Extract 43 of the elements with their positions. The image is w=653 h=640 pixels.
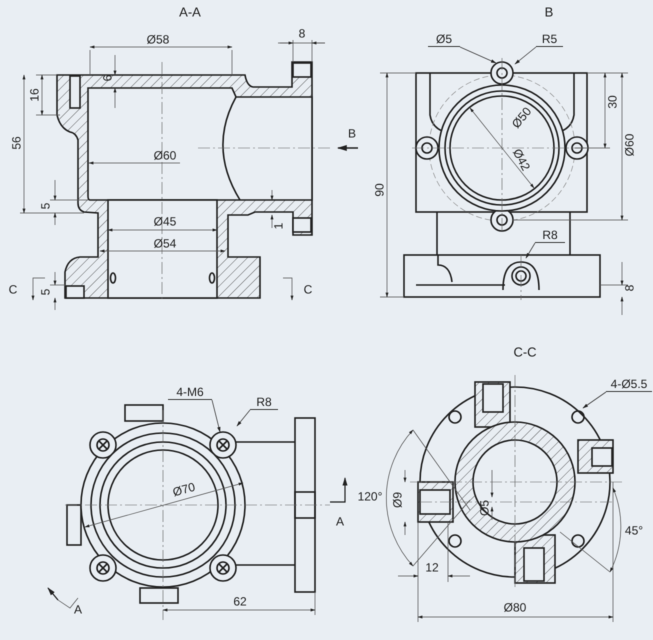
section-letter: C (8, 284, 18, 296)
leader-line (582, 392, 606, 408)
dimension-label: Ø70 (171, 480, 197, 500)
dimension-label: 16 (28, 88, 42, 102)
section-letter: A (336, 516, 344, 528)
leader-line (514, 46, 536, 64)
dimension-label: Ø60 (624, 134, 636, 156)
leader-line (460, 46, 496, 64)
dimension-label: 45° (624, 524, 644, 538)
dimension-label: 62 (233, 596, 247, 608)
dimension-label: 120° (358, 490, 382, 504)
view-title: C-C (513, 346, 537, 358)
section-letter: B (348, 128, 356, 140)
dimension-label: 1 (272, 222, 286, 230)
callout-label: Ø5 (428, 33, 460, 47)
view-title: A-A (179, 6, 201, 18)
callout-label: 4-Ø5.5 (606, 378, 652, 392)
dimension-label: Ø42 (510, 146, 532, 174)
dimension-label: 30 (606, 95, 620, 109)
dimension-label: 8 (624, 284, 636, 292)
dimension-label: 90 (374, 183, 386, 197)
section-letter: C (304, 284, 312, 296)
dimension-label: 5 (40, 202, 52, 210)
callout-label: R5 (536, 33, 563, 47)
dimension-label: Ø45 (154, 216, 176, 228)
dimension-label: Ø9 (392, 492, 404, 508)
leader-line (212, 400, 220, 433)
callout-label: R8 (535, 229, 565, 243)
dimension-label: 6 (102, 74, 114, 82)
callout-label: 4-M6 (168, 386, 212, 400)
callout-label: R8 (250, 396, 278, 410)
dimension-label: 12 (425, 562, 439, 574)
dimension-label: Ø54 (154, 238, 176, 250)
view-title: B (544, 6, 554, 18)
dimension-label: Ø60 (154, 150, 176, 162)
leader-line (526, 242, 536, 258)
dimension-label: 5 (40, 288, 52, 296)
dimension-label: Ø58 (146, 34, 170, 46)
section-letter: A (74, 604, 82, 616)
dimension-label: 56 (10, 136, 24, 150)
dimension-label: 8 (298, 28, 306, 40)
dimension-label: Ø80 (504, 602, 526, 614)
leader-line (236, 410, 250, 426)
